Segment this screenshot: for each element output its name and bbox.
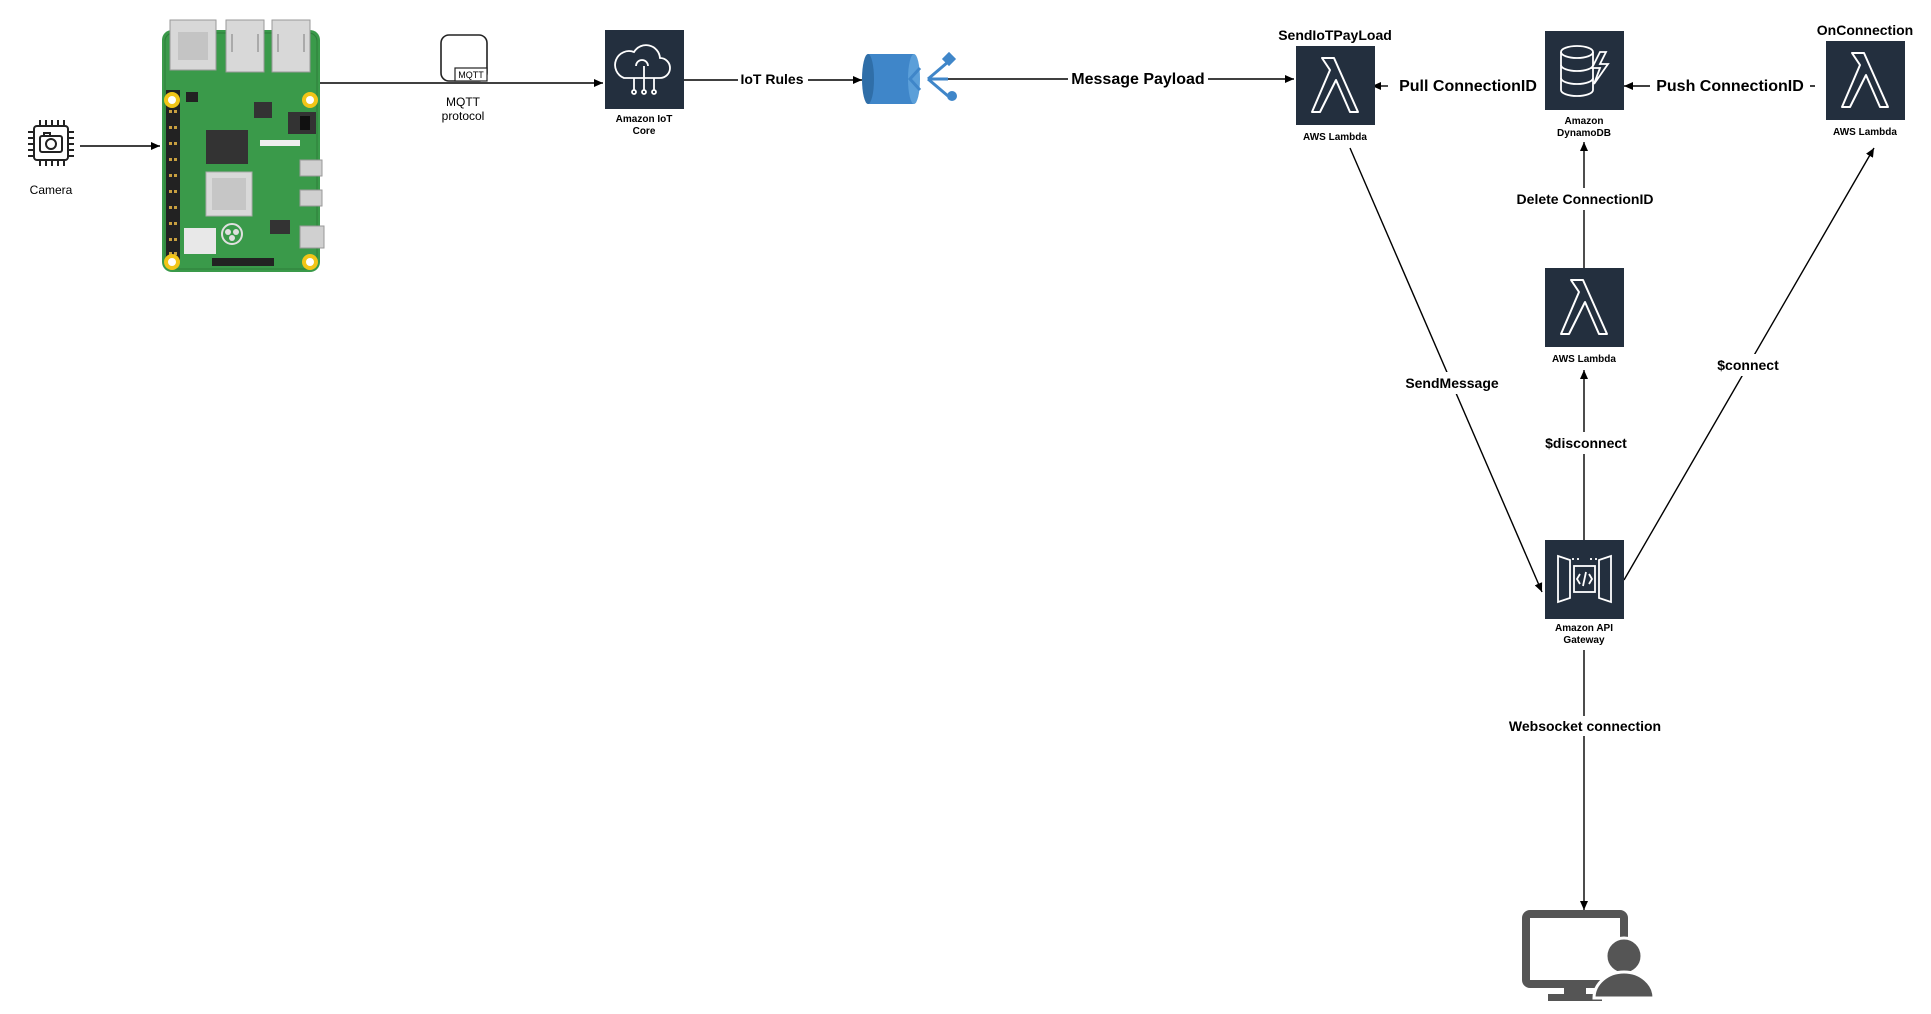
lambda-icon <box>1311 57 1359 113</box>
iot-core-node: Amazon IoT Core <box>605 30 684 137</box>
mqtt-label-line2: protocol <box>442 109 485 123</box>
svg-text:SendMessage: SendMessage <box>1405 375 1499 391</box>
lambda-icon-bg <box>1826 41 1905 120</box>
api-gateway-label-line2: Gateway <box>1563 635 1605 646</box>
user-head-icon <box>1604 936 1644 976</box>
lambda-icon-bg <box>1296 46 1375 125</box>
mqtt-badge-text: MQTT <box>458 70 484 80</box>
svg-text:Delete ConnectionID: Delete ConnectionID <box>1517 191 1654 207</box>
lambda-onconnect-node: OnConnection AWS Lambda <box>1817 22 1913 138</box>
svg-text:Pull ConnectionID: Pull ConnectionID <box>1399 78 1537 95</box>
dynamodb-node: Amazon DynamoDB <box>1545 31 1624 139</box>
lambda-send-label: AWS Lambda <box>1303 132 1367 143</box>
lambda-send-node: SendIoTPayLoad AWS Lambda <box>1278 27 1392 143</box>
user-body-icon <box>1592 970 1656 1000</box>
edge-label-websocket: Websocket connection <box>1504 716 1666 736</box>
edge-label-send-message: SendMessage <box>1396 372 1508 394</box>
lambda-icon-bg <box>1545 268 1624 347</box>
iot-core-label-line2: Core <box>633 126 656 137</box>
edge-label-pull-connection: Pull ConnectionID <box>1390 74 1546 96</box>
sns-topic-icon <box>868 54 914 104</box>
mqtt-node: MQTT MQTT protocol <box>440 34 488 123</box>
lambda-disconnect-node: AWS Lambda <box>1545 268 1624 365</box>
lambda-send-title: SendIoTPayLoad <box>1278 27 1392 43</box>
edge-label-push-connection: Push ConnectionID <box>1650 74 1810 96</box>
gpio-header <box>166 90 180 260</box>
api-gateway-label-line1: Amazon API <box>1555 623 1613 634</box>
lambda-onconnect-label: AWS Lambda <box>1833 127 1897 138</box>
fanout-arrows-icon <box>927 60 949 98</box>
svg-text:Message Payload: Message Payload <box>1071 71 1204 88</box>
camera-node: Camera <box>28 120 74 197</box>
dynamodb-label-line1: Amazon <box>1565 116 1604 127</box>
svg-text:Websocket connection: Websocket connection <box>1509 718 1661 734</box>
iot-core-label-line1: Amazon IoT <box>616 114 673 125</box>
mqtt-label-line1: MQTT <box>446 95 481 109</box>
edge-label-connect: $connect <box>1708 354 1788 376</box>
edge-lambda-send-to-api <box>1349 147 1543 593</box>
svg-text:$disconnect: $disconnect <box>1545 435 1627 451</box>
camera-chip-icon <box>28 120 74 166</box>
edge-label-disconnect: $disconnect <box>1536 432 1636 454</box>
api-gateway-icon <box>1557 554 1612 604</box>
dynamodb-label-line2: DynamoDB <box>1557 128 1611 139</box>
dynamodb-icon <box>1560 45 1610 97</box>
sns-fanout-node <box>862 51 957 104</box>
edge-label-iot-rules: IoT Rules <box>738 69 808 89</box>
iot-cloud-icon <box>614 44 671 95</box>
lambda-icon <box>1560 279 1608 335</box>
api-gateway-node: Amazon API Gateway <box>1545 540 1624 646</box>
raspberry-pi-board <box>162 19 325 272</box>
edge-label-message-payload: Message Payload <box>1068 68 1208 90</box>
raspberry-logo-icon <box>221 223 243 245</box>
lambda-icon <box>1841 52 1889 108</box>
svg-text:IoT Rules: IoT Rules <box>740 71 803 87</box>
edge-label-delete-connection: Delete ConnectionID <box>1500 188 1670 210</box>
lambda-onconnect-title: OnConnection <box>1817 22 1913 38</box>
client-user-icon <box>1522 910 1656 1001</box>
svg-text:Push ConnectionID: Push ConnectionID <box>1656 78 1804 95</box>
camera-label: Camera <box>30 183 73 197</box>
svg-text:$connect: $connect <box>1717 357 1779 373</box>
lambda-disconnect-label: AWS Lambda <box>1552 354 1616 365</box>
ram-chip <box>206 130 248 164</box>
